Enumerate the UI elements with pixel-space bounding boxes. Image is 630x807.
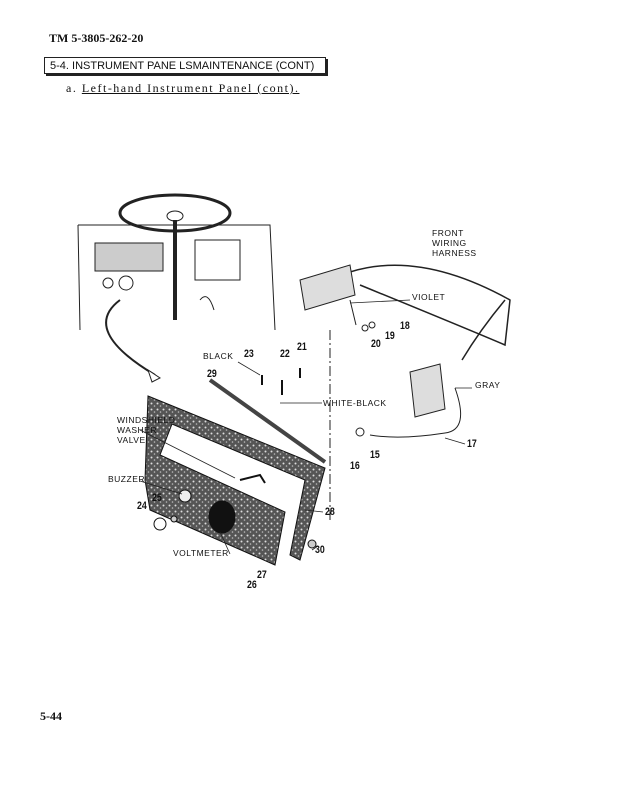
label-white-black: WHITE-BLACK bbox=[323, 398, 387, 408]
label-front-wiring-harness: FRONT WIRING HARNESS bbox=[432, 228, 477, 258]
leader-lines bbox=[139, 299, 472, 555]
callout-24: 24 bbox=[137, 500, 147, 512]
label-gray: GRAY bbox=[475, 380, 501, 390]
label-voltmeter: VOLTMETER bbox=[173, 548, 229, 558]
callout-22: 22 bbox=[280, 348, 290, 360]
callout-29: 29 bbox=[207, 368, 217, 380]
subsection-title: Left-hand Instrument Panel (cont). bbox=[81, 81, 300, 95]
callout-18: 18 bbox=[400, 320, 410, 332]
label-violet: VIOLET bbox=[412, 292, 446, 302]
callout-30: 30 bbox=[315, 544, 325, 556]
label-buzzer: BUZZER bbox=[108, 474, 145, 484]
callout-15: 15 bbox=[370, 449, 380, 461]
subsection-heading: a. Left-hand Instrument Panel (cont). bbox=[66, 81, 299, 96]
subsection-prefix: a. bbox=[66, 81, 78, 95]
callout-16: 16 bbox=[350, 460, 360, 472]
callout-23: 23 bbox=[244, 348, 254, 360]
callout-27: 27 bbox=[257, 569, 267, 581]
page-number: 5-44 bbox=[40, 709, 62, 723]
callout-21: 21 bbox=[297, 341, 307, 353]
section-title: 5-4. INSTRUMENT PANE LSMAINTENANCE (CONT… bbox=[44, 57, 326, 74]
wiring-harness bbox=[299, 264, 511, 520]
callout-17: 17 bbox=[467, 438, 477, 450]
callout-19: 19 bbox=[385, 330, 395, 342]
document-id: TM 5-3805-262-20 bbox=[49, 31, 144, 45]
callout-26: 26 bbox=[247, 579, 257, 591]
dashboard-inset bbox=[77, 193, 276, 383]
label-black: BLACK bbox=[203, 351, 234, 361]
label-windshield-washer-valve: WINDSHIELD WASHER VALVE bbox=[117, 415, 176, 445]
callout-20: 20 bbox=[371, 338, 381, 350]
callout-25: 25 bbox=[152, 492, 162, 504]
instrument-panel bbox=[144, 368, 327, 566]
callout-28: 28 bbox=[325, 506, 335, 518]
